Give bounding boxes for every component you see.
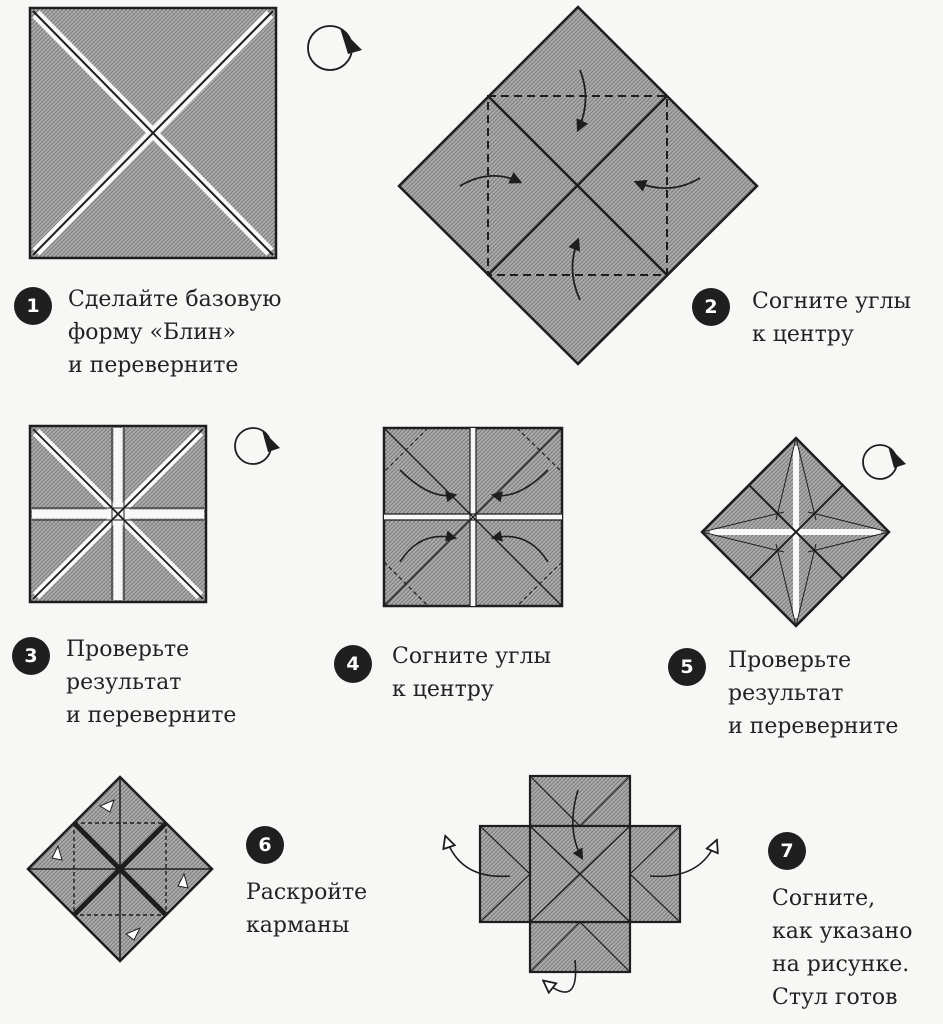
step-5-line-1: Проверьте bbox=[728, 648, 852, 673]
step-3-line-2: результат bbox=[66, 670, 182, 695]
step-1-line-3: и переверните bbox=[68, 353, 239, 378]
step-3-line-1: Проверьте bbox=[66, 637, 190, 662]
flip-over-arrow-icon bbox=[307, 25, 362, 71]
step-4-line-2: к центру bbox=[392, 677, 494, 702]
step-4-line-1: Согните углы bbox=[392, 644, 552, 669]
flip-over-arrow-icon bbox=[862, 444, 906, 480]
step-3-figure bbox=[28, 424, 208, 604]
step-7-line-4: Стул готов bbox=[772, 985, 898, 1010]
step-4-badge: 4 bbox=[334, 645, 372, 683]
step-3-line-3: и переверните bbox=[66, 703, 237, 728]
step-7-line-3: на рисунке. bbox=[772, 952, 910, 977]
step-1-figure bbox=[28, 6, 278, 260]
step-6-line-2: карманы bbox=[246, 913, 350, 938]
step-4-instruction: Согните углы к центру bbox=[392, 640, 551, 706]
step-5-line-3: и переверните bbox=[728, 714, 899, 739]
step-6-instruction: Раскройте карманы bbox=[246, 876, 367, 942]
step-1-line-1: Сделайте базовую bbox=[68, 287, 282, 312]
step-2-figure bbox=[397, 5, 759, 366]
step-2-line-2: к центру bbox=[752, 322, 854, 347]
step-5-instruction: Проверьте результат и переверните bbox=[728, 644, 898, 743]
step-6-line-1: Раскройте bbox=[246, 880, 368, 905]
step-2-line-1: Согните углы bbox=[752, 289, 912, 314]
flip-over-arrow-icon bbox=[234, 427, 280, 465]
step-7-line-1: Согните, bbox=[772, 886, 876, 911]
step-7-figure bbox=[446, 774, 716, 992]
step-6-badge: 6 bbox=[246, 826, 284, 864]
step-3-badge: 3 bbox=[12, 637, 50, 675]
step-1-line-2: форму «Блин» bbox=[68, 320, 236, 345]
step-3-instruction: Проверьте результат и переверните bbox=[66, 633, 236, 732]
step-6-figure bbox=[26, 775, 214, 963]
step-5-line-2: результат bbox=[728, 681, 844, 706]
step-5-figure bbox=[700, 436, 891, 628]
step-1-badge: 1 bbox=[14, 287, 52, 325]
step-7-badge: 7 bbox=[768, 832, 806, 870]
step-5-badge: 5 bbox=[668, 648, 706, 686]
step-2-badge: 2 bbox=[692, 288, 730, 326]
step-7-instruction: Согните, как указано на рисунке. Стул го… bbox=[772, 882, 912, 1014]
step-7-line-2: как указано bbox=[772, 919, 913, 944]
step-1-instruction: Сделайте базовую форму «Блин» и переверн… bbox=[68, 283, 281, 382]
step-2-instruction: Согните углы к центру bbox=[752, 285, 911, 351]
step-4-figure bbox=[382, 426, 564, 608]
